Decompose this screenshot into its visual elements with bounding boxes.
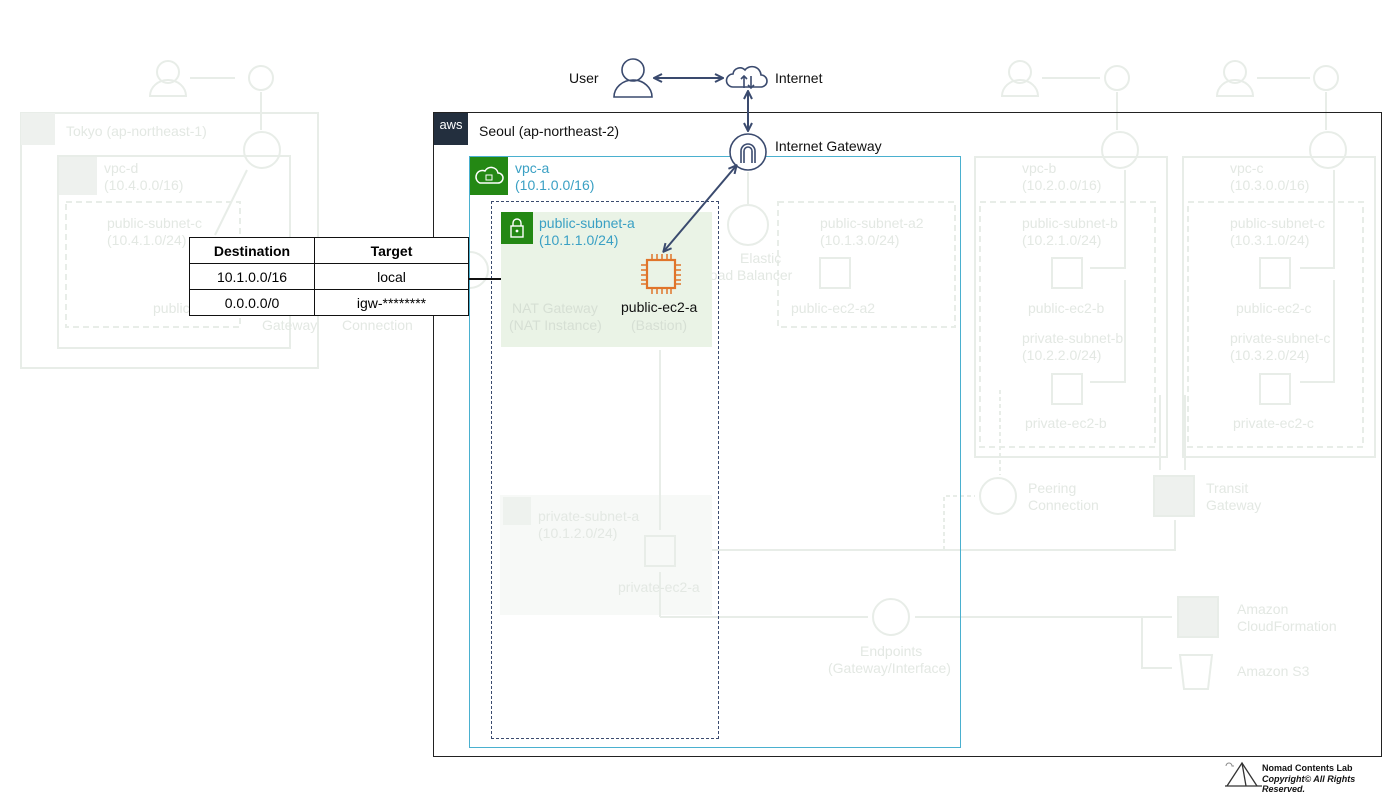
- tokyo-region-title: Tokyo (ap-northeast-1): [66, 123, 207, 139]
- tokyo-subnet-box: [65, 201, 241, 328]
- route-destination: 10.1.0.0/16: [189, 263, 315, 290]
- aws-logo-text: aws: [439, 117, 463, 132]
- tokyo-internet-icon: [248, 65, 274, 91]
- private-ec2-a-label: private-ec2-a: [618, 579, 700, 595]
- tokyo-user-body: [148, 79, 188, 97]
- tokyo-instance-label: public: [153, 300, 190, 316]
- vpc-a-cidr: (10.1.0.0/16): [515, 177, 595, 193]
- peering-label: Peering: [1028, 480, 1077, 496]
- tokyo-vpc-name: vpc-d: [104, 160, 139, 176]
- public-subnet-c-name: public-subnet-c: [1230, 215, 1325, 231]
- seoul-region-box: [433, 112, 1382, 757]
- vpc-b-cidr: (10.2.0.0/16): [1022, 177, 1102, 193]
- cloudformation-label: Amazon: [1237, 601, 1289, 617]
- tokyo-vpc-icon: [59, 157, 97, 195]
- peering-label-2: Connection: [1028, 497, 1099, 513]
- public-ec2-a-label: public-ec2-a: [621, 299, 698, 315]
- route-target: local: [314, 263, 469, 290]
- lock-icon: [501, 212, 533, 244]
- vpc-b-name: vpc-b: [1022, 160, 1057, 176]
- public-ec2-a2-label: public-ec2-a2: [791, 300, 876, 316]
- public-subnet-b-name: public-subnet-b: [1022, 215, 1118, 231]
- footer-brand: Nomad Contents Lab: [1262, 763, 1353, 773]
- private-subnet-c-cidr: (10.3.2.0/24): [1230, 347, 1310, 363]
- public-subnet-a2-name: public-subnet-a2: [820, 215, 924, 231]
- seoul-region-title: Seoul (ap-northeast-2): [479, 123, 620, 139]
- vpc-cloud-icon: [470, 157, 508, 195]
- public-subnet-a-cidr: (10.1.1.0/24): [539, 232, 619, 248]
- public-subnet-b-cidr: (10.2.1.0/24): [1022, 232, 1102, 248]
- peering-connection-icon: [979, 477, 1017, 515]
- s3-icon: [1178, 654, 1214, 690]
- public-ec2-b-icon: [1051, 257, 1083, 289]
- private-subnet-b-cidr: (10.2.2.0/24): [1022, 347, 1102, 363]
- public-subnet-a-name: public-subnet-a: [539, 215, 635, 231]
- transit-label: Transit: [1206, 480, 1249, 496]
- public-ec2-a2-icon: [819, 257, 851, 289]
- nat-instance-label: (NAT Instance): [509, 317, 602, 333]
- cloudformation-label-2: CloudFormation: [1237, 618, 1337, 634]
- endpoints-icon: [872, 598, 910, 636]
- bastion-label: (Bastion): [631, 317, 688, 333]
- header-destination: Destination: [189, 237, 315, 264]
- vpc-b-igw-icon: [1101, 131, 1139, 169]
- nomad-logo-icon: [1225, 761, 1262, 787]
- header-target: Target: [314, 237, 469, 264]
- vpc-c-name: vpc-c: [1230, 160, 1264, 176]
- table-row: 10.1.0.0/16 local: [189, 263, 469, 290]
- transit-gateway-icon: [1153, 475, 1195, 517]
- private-ec2-a-icon: [644, 535, 676, 567]
- tokyo-user-icon: [156, 60, 180, 84]
- public-subnet-c-cidr: (10.3.1.0/24): [1230, 232, 1310, 248]
- cloudformation-icon: [1177, 596, 1219, 638]
- internet-gateway-label: Internet Gateway: [775, 138, 882, 154]
- private-subnet-c-name: private-subnet-c: [1230, 330, 1331, 346]
- tokyo-igw-icon: [243, 131, 281, 169]
- private-ec2-b-icon: [1051, 373, 1083, 405]
- tokyo-gateway-label: Gateway: [262, 317, 318, 333]
- vpc-c-cidr: (10.3.0.0/16): [1230, 177, 1310, 193]
- vpc-c-igw-icon: [1309, 131, 1347, 169]
- route-table: Destination Target 10.1.0.0/16 local 0.0…: [189, 237, 469, 316]
- elb-label-2: Load Balancer: [702, 267, 793, 283]
- transit-label-2: Gateway: [1206, 497, 1262, 513]
- private-subnet-a-name: private-subnet-a: [538, 508, 640, 524]
- private-ec2-c-icon: [1259, 373, 1291, 405]
- public-ec2-c-icon: [1259, 257, 1291, 289]
- internet-label: Internet: [775, 70, 823, 86]
- tokyo-aws-logo: [21, 113, 55, 145]
- tokyo-vpc-cidr: (10.4.0.0/16): [104, 177, 184, 193]
- footer-copyright: Copyright© All Rights Reserved.: [1262, 774, 1356, 794]
- endpoints-label-2: (Gateway/Interface): [828, 660, 951, 676]
- private-subnet-a-cidr: (10.1.2.0/24): [538, 525, 618, 541]
- tokyo-connection-label: Connection: [342, 317, 413, 333]
- route-table-header: Destination Target: [189, 237, 469, 264]
- tokyo-subnet-cidr: (10.4.1.0/24): [107, 232, 187, 248]
- table-row: 0.0.0.0/0 igw-********: [189, 289, 469, 316]
- route-destination: 0.0.0.0/0: [189, 289, 315, 316]
- user-label: User: [569, 70, 599, 86]
- aws-logo: aws: [434, 113, 468, 145]
- private-ec2-b-label: private-ec2-b: [1025, 415, 1107, 431]
- s3-label: Amazon S3: [1237, 663, 1310, 679]
- tokyo-subnet-name: public-subnet-c: [107, 215, 202, 231]
- availability-zone-box: [491, 201, 719, 739]
- route-target: igw-********: [314, 289, 469, 316]
- private-ec2-c-label: private-ec2-c: [1233, 415, 1314, 431]
- public-subnet-a2-cidr: (10.1.3.0/24): [820, 232, 900, 248]
- vpc-a-box: [469, 156, 961, 748]
- nat-gateway-label: NAT Gateway: [512, 300, 598, 316]
- private-subnet-b-name: private-subnet-b: [1022, 330, 1124, 346]
- endpoints-label: Endpoints: [860, 643, 923, 659]
- elb-label: Elastic: [740, 250, 782, 266]
- public-ec2-c-label: public-ec2-c: [1236, 300, 1312, 316]
- vpc-a-name: vpc-a: [515, 160, 550, 176]
- vpc-b-box: [974, 156, 1168, 458]
- public-ec2-b-label: public-ec2-b: [1028, 300, 1105, 316]
- vpc-c-box: [1182, 156, 1376, 458]
